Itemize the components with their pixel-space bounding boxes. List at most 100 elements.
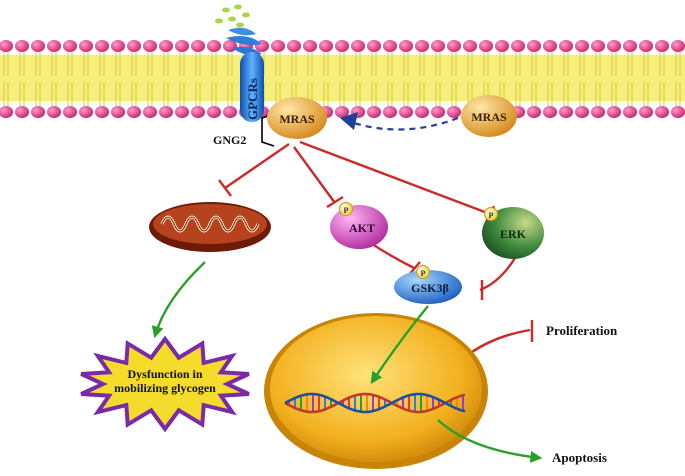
gng2-label: GNG2 xyxy=(213,133,246,147)
lipid-head xyxy=(399,40,413,52)
lipid-tail xyxy=(163,52,169,76)
lipid-tail xyxy=(451,82,457,106)
lipid-tail xyxy=(371,52,377,76)
nucleus xyxy=(264,313,488,469)
lipid-head xyxy=(335,106,349,118)
lipid-tail xyxy=(563,82,569,106)
lipid-head xyxy=(575,106,589,118)
lipid-head xyxy=(191,40,205,52)
lipid-tail xyxy=(3,82,9,106)
lipid-tail xyxy=(547,82,553,106)
lipid-head xyxy=(207,40,221,52)
lipid-head xyxy=(639,40,653,52)
lipid-tail xyxy=(643,82,649,106)
lipid-tail xyxy=(675,52,681,76)
lipid-head xyxy=(367,40,381,52)
lipid-tail xyxy=(179,52,185,76)
lipid-head xyxy=(175,106,189,118)
lipid-tail xyxy=(371,82,377,106)
lipid-head xyxy=(159,40,173,52)
lipid-tail xyxy=(531,82,537,106)
erk-label: ERK xyxy=(500,227,527,241)
dna-helix xyxy=(284,392,466,414)
lipid-head xyxy=(319,40,333,52)
lipid-head xyxy=(0,106,13,118)
lipid-head xyxy=(271,40,285,52)
lipid-head xyxy=(31,106,45,118)
mras-membrane-node: MRAS xyxy=(267,97,327,139)
lipid-head xyxy=(159,106,173,118)
lipid-head xyxy=(415,40,429,52)
lipid-head xyxy=(191,106,205,118)
akt-phospho-label: P xyxy=(344,206,349,215)
lipid-head xyxy=(47,40,61,52)
lipid-tail xyxy=(291,52,297,76)
lipid-head xyxy=(495,40,509,52)
lipid-head xyxy=(527,106,541,118)
gpcrs-label: GPCRs xyxy=(245,78,260,120)
lipid-tail xyxy=(355,82,361,106)
lipid-head xyxy=(175,40,189,52)
lipid-head xyxy=(447,106,461,118)
lipid-tail xyxy=(339,82,345,106)
lipid-head xyxy=(415,106,429,118)
dysfunction-line1: Dysfunction in xyxy=(127,367,202,381)
lipid-tail xyxy=(627,52,633,76)
cell-membrane xyxy=(0,40,685,118)
membrane-core xyxy=(0,55,685,101)
lipid-head xyxy=(47,106,61,118)
mras-free-label: MRAS xyxy=(471,110,507,124)
translocation-arrowhead xyxy=(340,112,358,130)
lipid-tail xyxy=(323,82,329,106)
lipid-head xyxy=(111,106,125,118)
lipid-tail xyxy=(83,52,89,76)
dna-strand xyxy=(284,392,466,414)
lipid-tail xyxy=(51,82,57,106)
lipid-head xyxy=(639,106,653,118)
lipid-tail xyxy=(627,82,633,106)
lipid-head xyxy=(527,40,541,52)
lipid-head xyxy=(511,40,525,52)
lipid-tail xyxy=(163,82,169,106)
lipid-head xyxy=(543,40,557,52)
lipid-tail xyxy=(659,82,665,106)
lipid-head xyxy=(127,40,141,52)
lipid-head xyxy=(223,106,237,118)
mito-tbar xyxy=(218,179,232,197)
lipid-tail xyxy=(51,52,57,76)
lipid-tail xyxy=(147,52,153,76)
lipid-head xyxy=(111,40,125,52)
activation-arrows xyxy=(151,261,543,463)
lipid-head xyxy=(623,40,637,52)
lipid-head xyxy=(591,106,605,118)
akt-tbar xyxy=(326,195,344,209)
gng2-bracket xyxy=(261,115,275,147)
lipid-tail xyxy=(643,52,649,76)
erk-to-gsk-inhibition xyxy=(479,257,517,292)
akt-phospho-badge xyxy=(339,202,353,216)
lipid-tail xyxy=(99,52,105,76)
lipid-tail xyxy=(387,82,393,106)
lipid-tail xyxy=(531,52,537,76)
lipid-head xyxy=(335,40,349,52)
erk-phospho-badge xyxy=(484,207,498,221)
akt-label: AKT xyxy=(349,221,375,235)
lipid-head xyxy=(303,40,317,52)
lipid-tail xyxy=(307,52,313,76)
lipid-tail xyxy=(323,52,329,76)
lipid-tail xyxy=(147,82,153,106)
lipid-tail xyxy=(419,82,425,106)
lipid-head xyxy=(0,40,13,52)
mito-to-dysfunction-arrow xyxy=(151,261,206,339)
lipid-tail xyxy=(611,52,617,76)
lipid-tail xyxy=(211,82,217,106)
ligand-dots xyxy=(215,4,250,28)
lipid-head xyxy=(655,40,669,52)
lipid-head xyxy=(15,40,29,52)
gsk3b-phospho-label: P xyxy=(421,269,426,278)
lipid-tail xyxy=(131,52,137,76)
gsk3b-label: GSK3β xyxy=(411,281,449,295)
lipid-tail xyxy=(659,52,665,76)
lipid-head xyxy=(591,40,605,52)
lipid-tail xyxy=(579,52,585,76)
